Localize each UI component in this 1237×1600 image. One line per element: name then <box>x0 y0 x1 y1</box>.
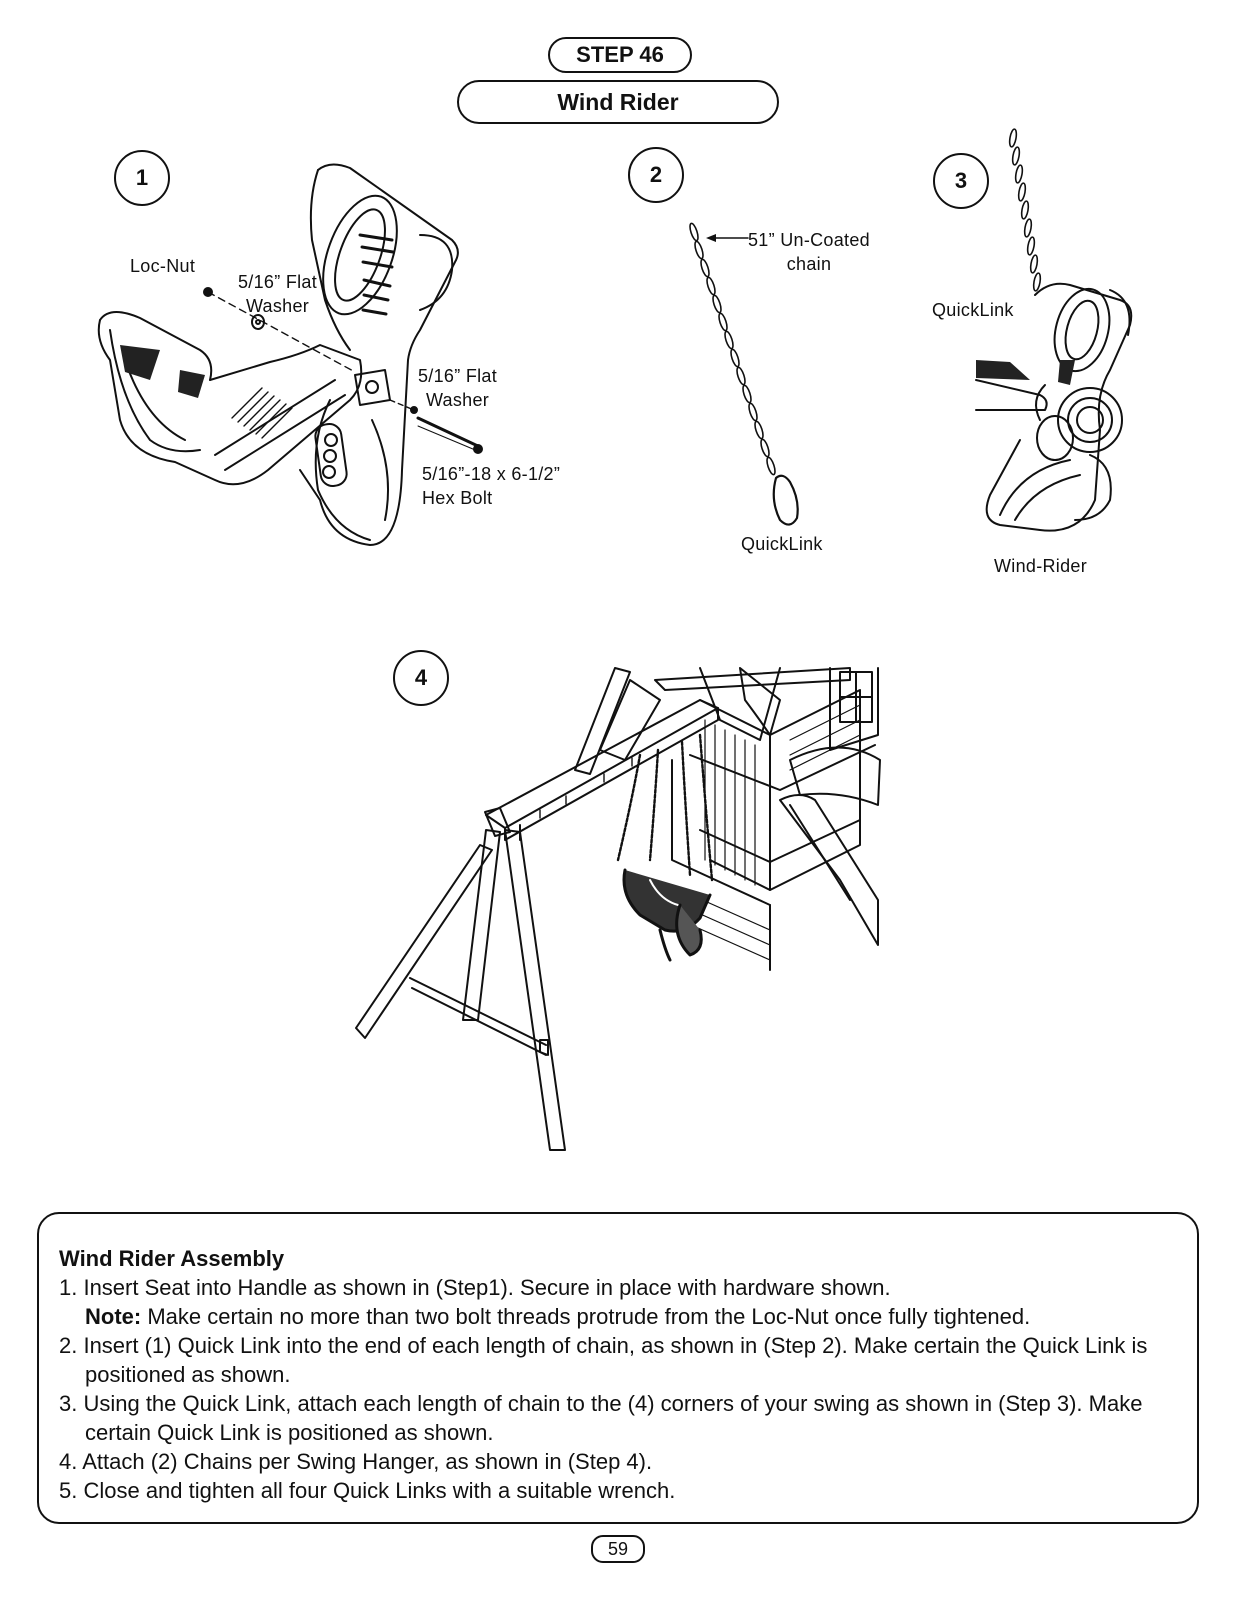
instructions-box: Wind Rider Assembly 1. Insert Seat into … <box>37 1212 1199 1524</box>
instruction-item-5: 5. Close and tighten all four Quick Link… <box>59 1478 676 1503</box>
page-number: 59 <box>591 1535 645 1563</box>
flat-washer-1-label: 5/16” Flat Washer <box>238 270 317 318</box>
note-label: Note: <box>85 1304 142 1329</box>
step-number: STEP 46 <box>576 42 664 67</box>
step-1-circle: 1 <box>114 150 170 206</box>
instruction-item-3: 3. Using the Quick Link, attach each len… <box>59 1391 1143 1445</box>
chain-line2: chain <box>786 254 832 274</box>
chain-links <box>689 222 776 476</box>
instruction-item-4: 4. Attach (2) Chains per Swing Hanger, a… <box>59 1449 653 1474</box>
step-title-badge: Wind Rider <box>457 80 779 124</box>
quicklink-step2-label: QuickLink <box>741 534 823 554</box>
instruction-note: Note: Make certain no more than two bolt… <box>59 1302 1179 1331</box>
instruction-item-2: 2. Insert (1) Quick Link into the end of… <box>59 1333 1148 1387</box>
step-number-badge: STEP 46 <box>548 37 692 73</box>
step-2-circle: 2 <box>628 147 684 203</box>
instructions-heading: Wind Rider Assembly <box>59 1246 285 1271</box>
step2-chain-drawing <box>689 222 799 526</box>
step1-seat-handle-drawing <box>97 163 483 546</box>
loc-nut-label: Loc-Nut <box>130 256 196 276</box>
chain-line1: 51” Un-Coated <box>748 230 870 250</box>
flat-washer-2-line1: 5/16” Flat <box>418 366 498 386</box>
step4-swing-set-drawing <box>355 667 881 1151</box>
note-text: Make certain no more than two bolt threa… <box>141 1304 1031 1329</box>
step-4-circle: 4 <box>393 650 449 706</box>
step3-wind-rider-drawing <box>975 128 1133 532</box>
hex-bolt-label: 5/16”-18 x 6-1/2” Hex Bolt <box>422 462 560 510</box>
flat-washer-2-label: 5/16” Flat Washer <box>418 364 497 412</box>
hex-bolt-line2: Hex Bolt <box>422 488 493 508</box>
flat-washer-1-line2: Washer <box>245 296 310 316</box>
step-title: Wind Rider <box>557 88 679 115</box>
flat-washer-1-line1: 5/16” Flat <box>238 272 318 292</box>
wind-rider-label: Wind-Rider <box>994 556 1088 576</box>
quicklink-shape <box>772 474 799 526</box>
hex-bolt-line1: 5/16”-18 x 6-1/2” <box>422 464 561 484</box>
assembly-illustrations <box>97 128 1133 1151</box>
instruction-item-1: 1. Insert Seat into Handle as shown in (… <box>59 1275 891 1300</box>
quicklink-step3-label: QuickLink <box>932 300 1014 320</box>
step-3-circle: 3 <box>933 153 989 209</box>
flat-washer-2-line2: Washer <box>425 390 490 410</box>
chain-label: 51” Un-Coated chain <box>748 228 870 276</box>
